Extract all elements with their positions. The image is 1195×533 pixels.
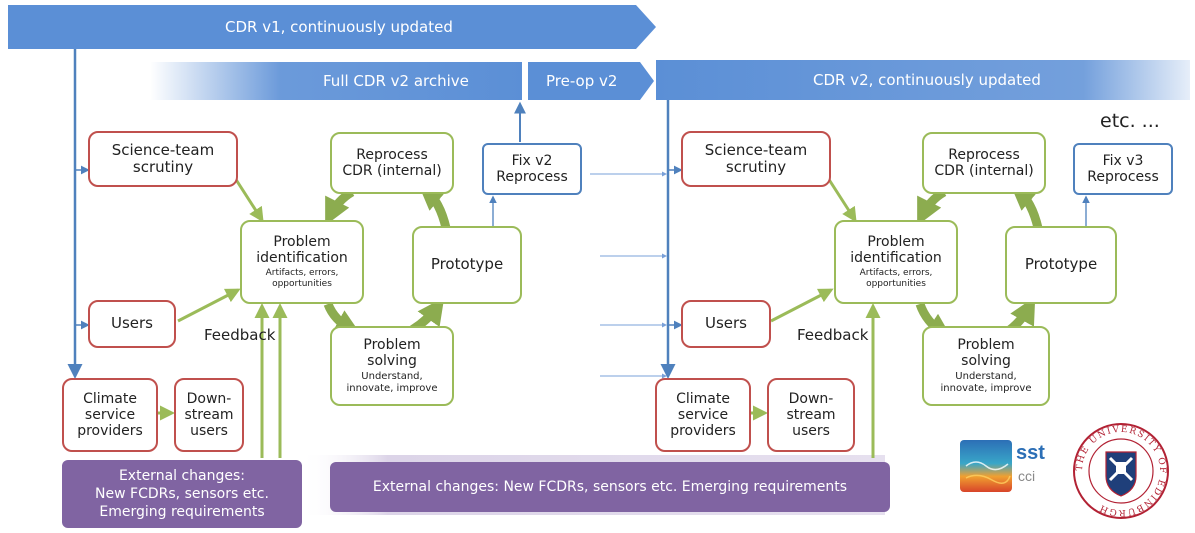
cycle-arrow-prototype-to-reprocess-v2: [1009, 182, 1043, 230]
downstream-users-line1: Down-: [186, 390, 232, 407]
science-team-v2-line2: scrutiny: [725, 158, 787, 176]
external-changes-left-line1: External changes:: [118, 467, 246, 484]
problem-solving-v2-sub1: Understand,: [955, 371, 1017, 383]
problem-solving-line2: solving: [367, 353, 417, 369]
science-team-line1: Science-team: [111, 140, 215, 159]
reprocess-v2-line2: CDR (internal): [934, 163, 1034, 179]
sst-cci-logo: sst cci: [958, 436, 1048, 498]
problem-identification-v2-sub1: Artifacts, errors,: [859, 268, 933, 279]
cci-text: cci: [1018, 468, 1036, 484]
university-seal-logo: THE UNIVERSITY OF EDINBURGH: [1072, 422, 1170, 520]
problem-identification-v2-sub2: opportunities: [866, 279, 926, 290]
problem-solving-line1: Problem: [363, 336, 421, 353]
cycle-arrow-reprocess-to-problem: [325, 188, 355, 226]
science-team-line2: scrutiny: [132, 158, 194, 176]
users-box-v2: Users: [681, 300, 771, 348]
reprocess-line2: CDR (internal): [342, 163, 442, 179]
prototype-box: Prototype: [412, 226, 522, 304]
band-preop-v2: Pre-op v2: [546, 72, 618, 90]
external-changes-right: External changes: New FCDRs, sensors etc…: [330, 462, 890, 512]
climate-providers-v2-line2: service: [677, 406, 729, 423]
climate-providers-v2-line1: Climate: [676, 390, 730, 407]
band-cdr-v1-shape: [8, 5, 656, 49]
edinburgh-crest-icon: THE UNIVERSITY OF EDINBURGH: [1073, 423, 1169, 519]
problem-solving-box: Problem solving Understand, innovate, im…: [330, 326, 454, 406]
climate-providers-line3: providers: [77, 423, 143, 440]
reprocess-v2-line1: Reprocess: [948, 146, 1020, 163]
fix-v3-line1: Fix v3: [1102, 152, 1144, 169]
climate-providers-v2-line3: providers: [670, 423, 736, 440]
users-box: Users: [88, 300, 176, 348]
fix-v2-box: Fix v2 Reprocess: [482, 143, 582, 195]
downstream-users-line3: users: [190, 423, 228, 440]
band-full-v2-shape: [150, 62, 522, 100]
reprocess-line1: Reprocess: [356, 146, 428, 163]
downstream-users-v2-line2: stream: [786, 406, 836, 423]
band-preop-v2-shape: [528, 62, 654, 100]
problem-identification-line2: identification: [256, 250, 348, 267]
problem-identification-line1: Problem: [273, 234, 331, 251]
etc-label: etc. ...: [1100, 110, 1160, 132]
cycle-arrow-reprocess-to-problem-v2: [917, 188, 947, 226]
fix-v2-line1: Fix v2: [511, 152, 553, 169]
sst-map-icon: [960, 440, 1012, 492]
reprocess-box-v2: Reprocess CDR (internal): [922, 132, 1046, 194]
band-cdr-v2: CDR v2, continuously updated: [813, 71, 1041, 89]
problem-identification-sub2: opportunities: [272, 279, 332, 290]
problem-solving-v2-line1: Problem: [957, 336, 1015, 353]
prototype-box-v2: Prototype: [1005, 226, 1117, 304]
users-label: Users: [110, 314, 153, 333]
band-cdr-v2-shape: [656, 60, 1190, 100]
downstream-users-v2-line3: users: [792, 423, 830, 440]
sst-text: sst: [1016, 442, 1045, 464]
climate-providers-box: Climate service providers: [62, 378, 158, 452]
problem-identification-sub1: Artifacts, errors,: [265, 268, 339, 279]
science-team-box-v2: Science-team scrutiny: [681, 131, 831, 187]
downstream-users-box-v2: Down- stream users: [767, 378, 855, 452]
science-team-box: Science-team scrutiny: [88, 131, 238, 187]
downstream-users-box: Down- stream users: [174, 378, 244, 452]
science-team-v2-line1: Science-team: [704, 140, 808, 159]
feedback-label: Feedback: [204, 326, 276, 344]
prototype-label: Prototype: [430, 255, 504, 274]
external-changes-left-line3: Emerging requirements: [99, 504, 265, 521]
downstream-users-line2: stream: [184, 406, 234, 423]
users-v2-label: Users: [704, 314, 747, 333]
problem-solving-sub1: Understand,: [361, 371, 423, 383]
external-changes-left: External changes: New FCDRs, sensors etc…: [62, 460, 302, 528]
problem-solving-v2-line2: solving: [961, 353, 1011, 369]
external-changes-right-text: External changes: New FCDRs, sensors etc…: [372, 478, 848, 495]
problem-solving-v2-sub2: innovate, improve: [940, 383, 1032, 395]
problem-solving-box-v2: Problem solving Understand, innovate, im…: [922, 326, 1050, 406]
problem-identification-v2-line2: identification: [850, 250, 942, 267]
problem-solving-sub2: innovate, improve: [346, 383, 438, 395]
reprocess-box: Reprocess CDR (internal): [330, 132, 454, 194]
climate-providers-line1: Climate: [83, 390, 137, 407]
external-changes-left-line2: New FCDRs, sensors etc.: [95, 485, 269, 502]
climate-providers-line2: service: [84, 406, 136, 423]
downstream-users-v2-line1: Down-: [788, 390, 834, 407]
feedback-label-v2: Feedback: [797, 326, 869, 344]
band-cdr-v1: CDR v1, continuously updated: [225, 18, 453, 36]
fix-v3-line2: Reprocess: [1087, 169, 1159, 185]
fix-v2-line2: Reprocess: [496, 169, 568, 185]
prototype-v2-label: Prototype: [1024, 255, 1098, 274]
fix-v3-box: Fix v3 Reprocess: [1073, 143, 1173, 195]
climate-providers-box-v2: Climate service providers: [655, 378, 751, 452]
band-full-v2-archive: Full CDR v2 archive: [323, 72, 469, 90]
cycle-arrow-prototype-to-reprocess: [417, 182, 451, 230]
problem-identification-box: Problem identification Artifacts, errors…: [240, 220, 364, 304]
problem-identification-v2-line1: Problem: [867, 234, 925, 251]
problem-identification-box-v2: Problem identification Artifacts, errors…: [834, 220, 958, 304]
